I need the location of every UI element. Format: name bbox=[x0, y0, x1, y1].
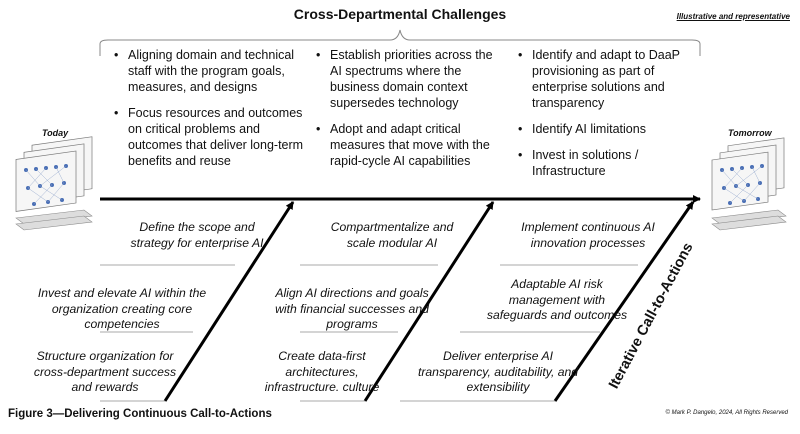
challenges-column-1: Aligning domain and technical staff with… bbox=[114, 47, 304, 179]
today-label: Today bbox=[42, 128, 69, 138]
illustrative-note: Illustrative and representative bbox=[676, 12, 790, 21]
action-text: Align AI directions and goals with finan… bbox=[275, 286, 429, 331]
challenge-item: Establish priorities across the AI spect… bbox=[316, 47, 506, 111]
challenge-item: Identify AI limitations bbox=[518, 121, 708, 137]
action-text: Define the scope and strategy for enterp… bbox=[130, 220, 264, 250]
diagram-title: Cross-Departmental Challenges bbox=[293, 6, 507, 22]
diagonal-arrow-2 bbox=[363, 201, 495, 402]
action-text: Create data-first architectures, infrast… bbox=[264, 349, 380, 394]
challenges-brace bbox=[99, 29, 701, 56]
action-text: Compartmentalize and scale modular AI bbox=[330, 220, 454, 250]
challenge-item: Identify and adapt to DaaP provisioning … bbox=[518, 47, 708, 111]
challenge-item: Focus resources and outcomes on critical… bbox=[114, 105, 304, 169]
challenge-item: Invest in solutions / Infrastructure bbox=[518, 147, 708, 179]
tomorrow-network-icon bbox=[711, 137, 787, 231]
action-separators bbox=[100, 264, 638, 402]
action-text: Deliver enterprise AI transparency, audi… bbox=[417, 349, 579, 394]
challenge-item: Adopt and adapt critical measures that m… bbox=[316, 121, 506, 169]
action-text: Structure organization for cross-departm… bbox=[33, 349, 177, 394]
tomorrow-label: Tomorrow bbox=[728, 128, 772, 138]
challenges-column-2: Establish priorities across the AI spect… bbox=[316, 47, 506, 179]
copyright-text: © Mark P. Dangelo, 2024, All Rights Rese… bbox=[665, 410, 788, 416]
challenges-column-3: Identify and adapt to DaaP provisioning … bbox=[518, 47, 708, 189]
action-text: Implement continuous AI innovation proce… bbox=[521, 220, 655, 250]
today-network-icon bbox=[15, 136, 93, 231]
diagonal-arrow-1 bbox=[163, 201, 295, 402]
action-text: Adaptable AI risk management with safegu… bbox=[486, 277, 628, 322]
diagonal-arrow-3 bbox=[553, 201, 695, 402]
challenge-item: Aligning domain and technical staff with… bbox=[114, 47, 304, 95]
action-text: Invest and elevate AI within the organiz… bbox=[37, 286, 207, 331]
figure-caption: Figure 3—Delivering Continuous Call-to-A… bbox=[8, 408, 272, 420]
